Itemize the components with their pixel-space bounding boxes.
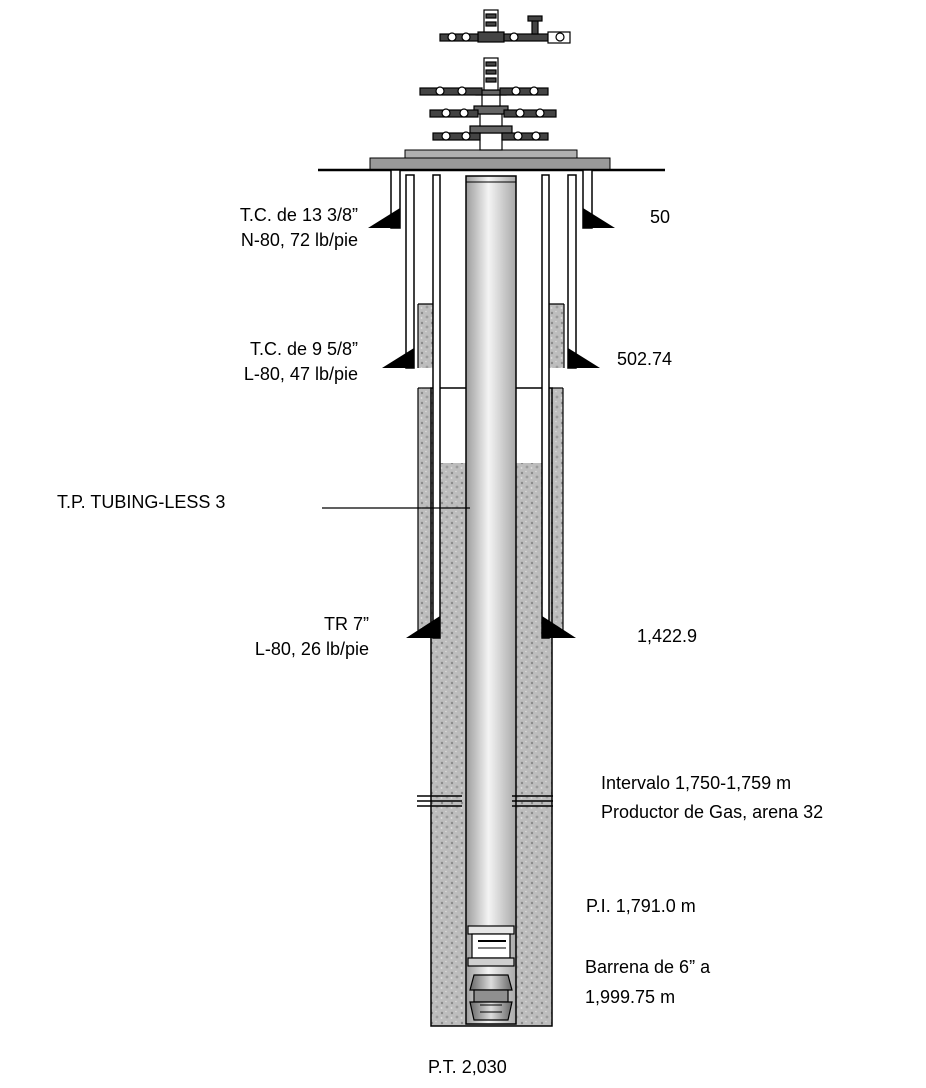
label-casing-7-line1: TR 7” <box>324 614 369 634</box>
drill-bit <box>469 974 513 1021</box>
casing-9-5-8 <box>382 174 600 369</box>
label-interval-line1: Intervalo 1,750-1,759 m <box>601 773 792 793</box>
christmas-tree <box>419 9 571 151</box>
label-casing-7-depth: 1,422.9 <box>637 626 698 646</box>
wellhead-base <box>318 149 665 172</box>
casing-head-flange <box>369 157 611 171</box>
perforations <box>417 795 553 807</box>
tubing <box>465 175 517 1025</box>
casing-shoe-7-left <box>406 616 440 638</box>
label-casing-9-depth: 502.74 <box>617 349 673 369</box>
casing-shoe-7-right <box>542 616 576 638</box>
casing-shoe-13-left <box>368 208 400 228</box>
label-tubing: T.P. TUBING-LESS 3 <box>57 492 226 512</box>
casing-shoe-13-right <box>583 208 615 228</box>
label-pi: P.I. 1,791.0 m <box>586 896 696 916</box>
label-total-depth: P.T. 2,030 <box>428 1057 507 1077</box>
cement-9-5-8-right <box>547 304 564 368</box>
casing-shoe-9-right <box>568 348 600 368</box>
label-casing-9-line1: T.C. de 9 5/8” <box>249 339 358 359</box>
casing-shoe-9-left <box>382 348 414 368</box>
label-casing-13-depth: 50 <box>650 207 671 227</box>
label-bit-line1: Barrena de 6” a <box>585 957 711 977</box>
label-interval-line2: Productor de Gas, arena 32 <box>601 802 824 822</box>
label-casing-13-line1: T.C. de 13 3/8” <box>239 205 358 225</box>
label-casing-9-line2: L-80, 47 lb/pie <box>243 364 358 384</box>
plug-pi <box>467 925 515 967</box>
label-casing-7-line2: L-80, 26 lb/pie <box>254 639 369 659</box>
casing-7 <box>406 174 576 639</box>
label-casing-13-line2: N-80, 72 lb/pie <box>240 230 358 250</box>
casing-13-3-8 <box>368 169 615 229</box>
tubing-string <box>465 175 517 1025</box>
label-bit-line2: 1,999.75 m <box>585 987 676 1007</box>
cement-9-5-8-left <box>418 304 435 368</box>
